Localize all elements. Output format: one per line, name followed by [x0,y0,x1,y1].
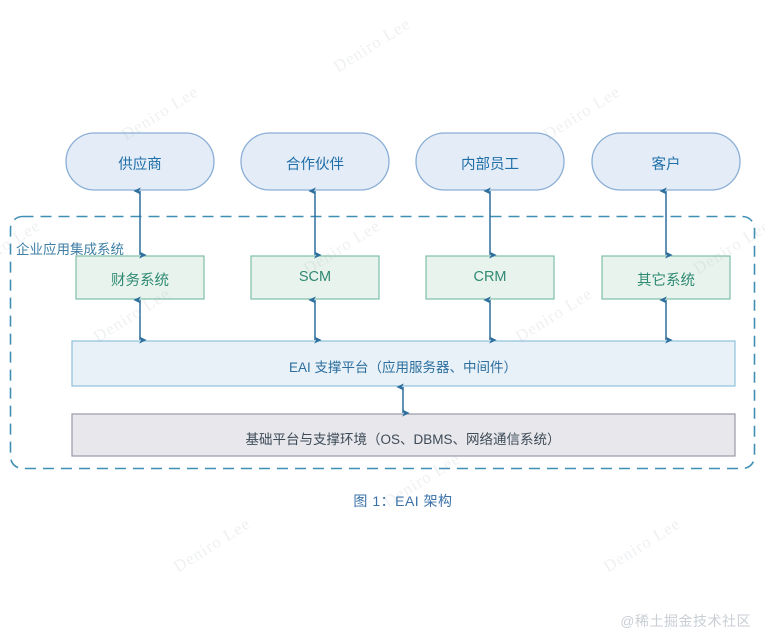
actor-label-partner: 合作伙伴 [286,157,344,173]
system-box-crm[interactable] [425,255,555,300]
system-box-finance[interactable] [75,255,205,300]
system-label-other: 其它系统 [637,273,695,289]
enterprise-container-border [9,215,756,470]
system-label-finance: 财务系统 [111,273,169,289]
actor-label-employee: 内部员工 [461,157,519,173]
figure-caption: 图 1：EAI 架构 [353,493,453,509]
system-label-scm: SCM [298,269,332,285]
actor-label-supplier: 供应商 [118,157,162,173]
system-label-crm: CRM [473,269,507,285]
enterprise-container-label: 企业应用集成系统 [16,242,124,257]
platform-bar-base[interactable] [71,413,736,457]
platform-label-eai: EAI 支撑平台（应用服务器、中间件） [288,360,518,375]
site-watermark: @稀土掘金技术社区 [620,613,751,629]
platform-label-base: 基础平台与支撑环境（OS、DBMS、网络通信系统） [245,432,561,447]
platform-bar-eai[interactable] [71,340,736,387]
actor-label-customer: 客户 [651,157,681,173]
